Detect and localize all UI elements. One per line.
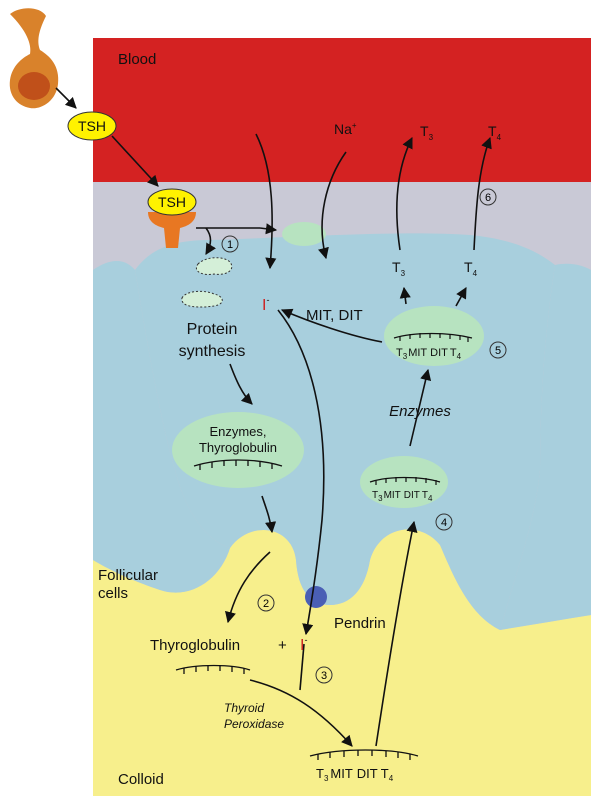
protein-synthesis-label-2: synthesis (179, 343, 246, 360)
pituitary-gland-icon (10, 8, 59, 108)
step-6: 6 (485, 192, 491, 204)
step-3: 3 (321, 670, 327, 682)
step-2: 2 (263, 598, 269, 610)
step-5: 5 (495, 345, 501, 357)
colloid-label: Colloid (118, 771, 164, 788)
pendrin-label: Pendrin (334, 615, 386, 632)
enzymes-thyroglobulin-label-1: Enzymes, (209, 424, 266, 439)
thyroid-peroxidase-label-1: Thyroid (224, 701, 264, 715)
thyroid-peroxidase-label-2: Peroxidase (224, 717, 284, 731)
blood-label: Blood (118, 51, 156, 68)
tsh-label: TSH (78, 118, 106, 134)
thyroglobulin-label: Thyroglobulin (150, 637, 240, 654)
plus-sign: + (278, 637, 287, 654)
na-transporter (282, 222, 326, 246)
tsh-bound-label: TSH (158, 194, 186, 210)
enzymes-thyroglobulin-label-2: Thyroglobulin (199, 440, 277, 455)
step-1: 1 (227, 239, 233, 251)
protein-synthesis-label-1: Protein (187, 321, 238, 338)
enzymes-label: Enzymes (389, 403, 451, 420)
pendrin-transporter (305, 586, 327, 608)
blood-region (93, 38, 591, 182)
mit-dit-label: MIT, DIT (306, 307, 363, 324)
follicular-cells-label-2: cells (98, 585, 128, 602)
follicular-cells-label-1: Follicular (98, 567, 158, 584)
step-4: 4 (441, 517, 447, 529)
